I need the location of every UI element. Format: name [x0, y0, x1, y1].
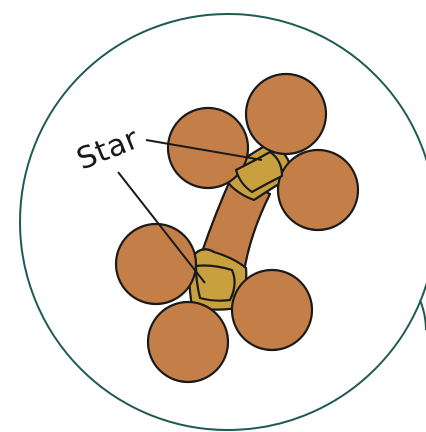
edge-arc	[419, 299, 426, 331]
star-leader-upper	[145, 139, 263, 161]
upper-junction-cap	[234, 150, 284, 194]
lower-particle-right	[230, 268, 314, 352]
upper-particle-right	[276, 148, 360, 232]
upper-particle-top	[244, 72, 328, 156]
star-leader-lower	[117, 171, 206, 284]
star-label: Star	[72, 121, 144, 177]
lower-particle-left	[114, 222, 198, 306]
outer-boundary-circle	[19, 13, 426, 431]
lower-junction-cap	[194, 264, 236, 302]
lower-particle-bottom	[146, 300, 230, 384]
upper-particle-left	[166, 106, 250, 190]
